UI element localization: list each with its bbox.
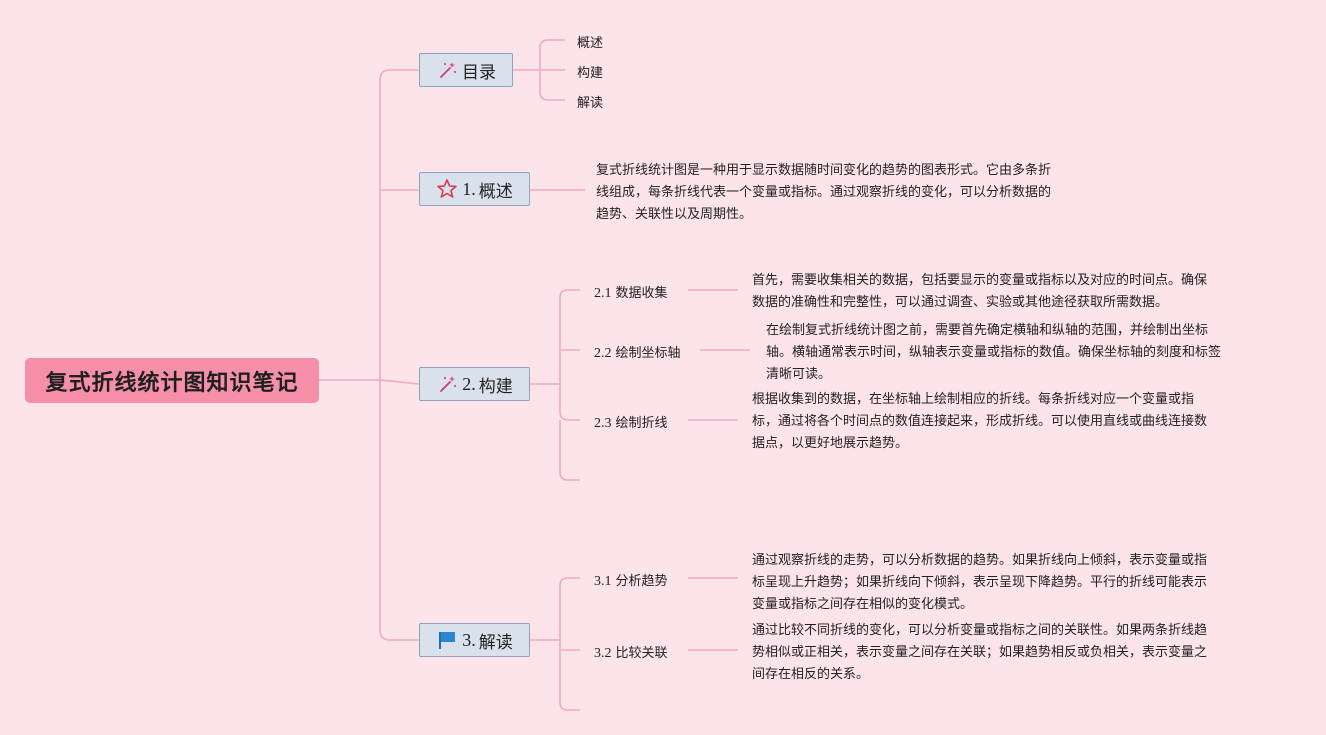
draw-axes-text: 在绘制复式折线统计图之前，需要首先确定横轴和纵轴的范围，并绘制出坐标 轴。横轴通… bbox=[766, 323, 1222, 382]
topic-overview-label: 概述 bbox=[478, 181, 513, 202]
topic-build-label: 构建 bbox=[478, 376, 513, 397]
toc-item-overview[interactable]: 概述 bbox=[577, 36, 604, 51]
toc-item-build[interactable]: 构建 bbox=[577, 66, 604, 81]
root-topic[interactable]: 复式折线统计图知识笔记 bbox=[25, 358, 319, 403]
flag-icon bbox=[436, 629, 458, 651]
star-icon bbox=[436, 178, 458, 200]
analyze-trend-text: 通过观察折线的走势，可以分析数据的趋势。如果折线向上倾斜，表示变量或指 标呈现上… bbox=[752, 553, 1208, 612]
topic-overview[interactable]: 1. 概述 bbox=[419, 172, 530, 206]
topic-interpret[interactable]: 3. 解读 bbox=[419, 623, 530, 657]
topic-build[interactable]: 2. 构建 bbox=[419, 367, 530, 401]
overview-text: 复式折线统计图是一种用于显示数据随时间变化的趋势的图表形式。它由多条折 线组成，… bbox=[596, 163, 1052, 222]
sparkle-wand-icon bbox=[436, 373, 458, 395]
data-collection-text: 首先，需要收集相关的数据，包括要显示的变量或指标以及对应的时间点。确保 数据的准… bbox=[752, 273, 1208, 310]
topic-interpret-label: 解读 bbox=[478, 632, 513, 653]
topic-toc[interactable]: 目录 bbox=[419, 53, 513, 87]
topic-toc-label: 目录 bbox=[462, 62, 496, 83]
sparkle-wand-icon bbox=[436, 59, 458, 81]
compare-correlation-text: 通过比较不同折线的变化，可以分析变量或指标之间的关联性。如果两条折线趋 势相似或… bbox=[752, 623, 1208, 682]
toc-item-interpret[interactable]: 解读 bbox=[577, 96, 604, 111]
draw-lines-text: 根据收集到的数据，在坐标轴上绘制相应的折线。每条折线对应一个变量或指 标，通过将… bbox=[752, 392, 1208, 451]
